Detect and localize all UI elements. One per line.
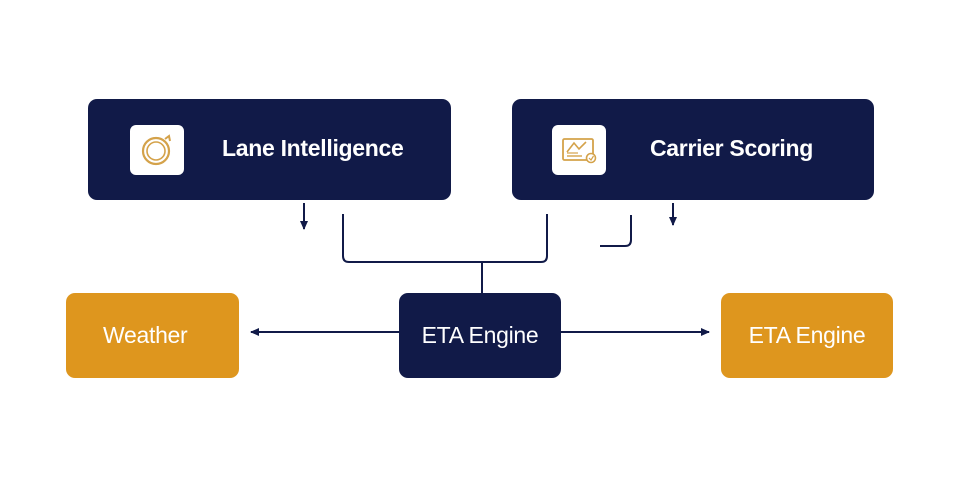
carrier-scoring-label: Carrier Scoring <box>650 135 813 161</box>
lane-icon-tile <box>130 125 184 175</box>
weather-label: Weather <box>103 322 188 348</box>
node-weather[interactable]: Weather <box>66 293 239 378</box>
lane-intelligence-label: Lane Intelligence <box>222 135 404 161</box>
eta-engine-center-label: ETA Engine <box>421 322 539 348</box>
node-carrier-scoring[interactable]: Carrier Scoring <box>512 99 874 200</box>
carrier-icon-tile <box>552 125 606 175</box>
scorecard-icon <box>562 138 597 164</box>
node-eta-engine-right[interactable]: ETA Engine <box>721 293 893 378</box>
merge-bracket <box>342 214 548 263</box>
node-eta-engine-center[interactable]: ETA Engine <box>399 293 561 378</box>
target-icon <box>141 134 171 166</box>
eta-engine-right-label: ETA Engine <box>748 322 866 348</box>
node-lane-intelligence[interactable]: Lane Intelligence <box>88 99 451 200</box>
carrier-hook <box>600 215 632 247</box>
